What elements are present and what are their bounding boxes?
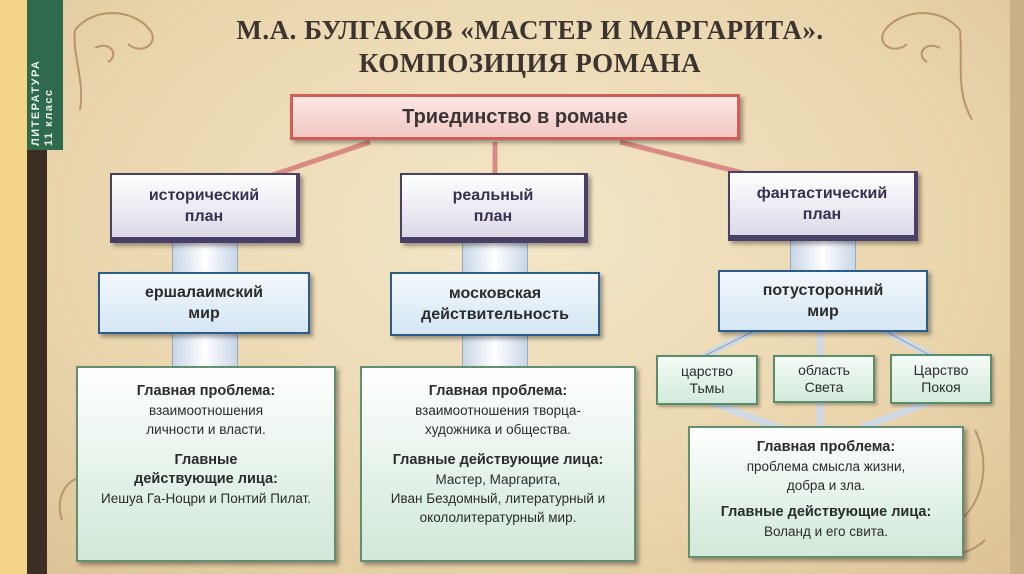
slide-title: М.А. БУЛГАКОВ «МАСТЕР И МАРГАРИТА». КОМП… [160, 14, 900, 80]
world-otherworld: потусторонний мир [718, 270, 928, 332]
info-real-problem-line-1: взаимоотношения творца- [415, 403, 581, 418]
info-real-problem-label: Главная проблема: [428, 383, 568, 399]
right-edge-strip [1010, 0, 1024, 574]
realm-peace-line-1: Царство [913, 362, 969, 378]
corner-ornament-top-left [73, 12, 154, 111]
info-fantastic-characters-line-1: Воланд и его свита. [763, 524, 889, 539]
info-fantastic: Главная проблема: проблема смысла жизни,… [688, 426, 964, 558]
info-historical-problem-label: Главная проблема: [136, 383, 276, 399]
info-real-characters-line-3: окололитературный мир. [419, 510, 577, 525]
realm-light-line-1: область [798, 362, 850, 378]
info-real-characters-label: Главные действующие лица: [392, 452, 604, 468]
corner-ornament-top-right [881, 12, 973, 121]
world-yershalaim-line-1: ершалаимский [144, 284, 263, 301]
realm-peace: Царство Покоя [890, 354, 992, 404]
subject-band: ЛИТЕРАТУРА 11 класс [27, 0, 63, 150]
info-fantastic-problem-line-2: добра и зла. [786, 478, 866, 493]
realm-darkness-line-1: царство [680, 363, 734, 379]
plan-real: реальный план [400, 173, 588, 243]
world-moscow: московская действительность [390, 272, 600, 336]
world-moscow-line-1: московская [448, 285, 542, 302]
pillar-real-lower [462, 334, 528, 368]
plan-historical-line-2: план [184, 208, 224, 225]
realm-light-line-2: Света [804, 379, 844, 395]
plan-historical: исторический план [110, 173, 300, 243]
realm-light: область Света [773, 355, 875, 403]
info-historical-problem-line-2: личности и власти. [146, 422, 266, 437]
plan-real-line-1: реальный [452, 187, 534, 204]
plan-historical-line-1: исторический [148, 187, 260, 204]
info-historical-problem-line-1: взаимоотношения [148, 403, 264, 418]
pillar-fantastic-upper [790, 238, 856, 272]
pillar-real-upper [462, 240, 528, 274]
info-real: Главная проблема: взаимоотношения творца… [360, 366, 636, 562]
title-line-2: КОМПОЗИЦИЯ РОМАНА [358, 48, 702, 78]
root-to-plan-links [269, 139, 756, 179]
info-historical-characters-label-2: действующие лица: [134, 471, 278, 487]
pillar-historical-upper [172, 240, 238, 274]
realm-darkness-line-2: Тьмы [689, 380, 725, 396]
info-real-characters-line-2: Иван Бездомный, литературный и [390, 491, 606, 506]
info-historical-characters-line-1: Иешуа Га-Ноцри и Понтий Пилат. [101, 491, 311, 506]
world-to-realm-link-edges [699, 327, 936, 359]
info-real-problem-line-2: художника и общества. [425, 422, 571, 437]
world-moscow-line-2: действительность [421, 306, 569, 323]
plan-real-line-2: план [473, 208, 513, 225]
world-otherworld-line-1: потусторонний [762, 282, 884, 299]
plan-fantastic-line-2: план [802, 206, 842, 223]
world-otherworld-line-2: мир [807, 303, 839, 320]
info-fantastic-characters-label: Главные действующие лица: [720, 504, 932, 520]
info-historical-characters-label-1: Главные [174, 452, 238, 468]
info-fantastic-problem-label: Главная проблема: [756, 439, 896, 455]
left-dark-strip [27, 150, 47, 574]
info-historical: Главная проблема: взаимоотношения личнос… [76, 366, 336, 562]
realm-peace-line-2: Покоя [921, 379, 961, 395]
pillar-historical-lower [172, 332, 238, 368]
info-fantastic-problem-line-1: проблема смысла жизни, [746, 459, 906, 474]
root-label: Триединство в романе [402, 105, 628, 128]
plan-fantastic: фантастический план [728, 171, 918, 241]
world-yershalaim-line-2: мир [188, 305, 220, 322]
plan-fantastic-line-1: фантастический [756, 185, 888, 202]
realm-darkness: царство Тьмы [656, 355, 758, 405]
info-real-characters-line-1: Мастер, Маргарита, [435, 472, 561, 487]
world-yershalaim: ершалаимский мир [98, 272, 310, 334]
title-line-1: М.А. БУЛГАКОВ «МАСТЕР И МАРГАРИТА». [236, 15, 824, 45]
left-margin-bar [0, 0, 27, 574]
root-box: Триединство в романе [290, 94, 740, 140]
